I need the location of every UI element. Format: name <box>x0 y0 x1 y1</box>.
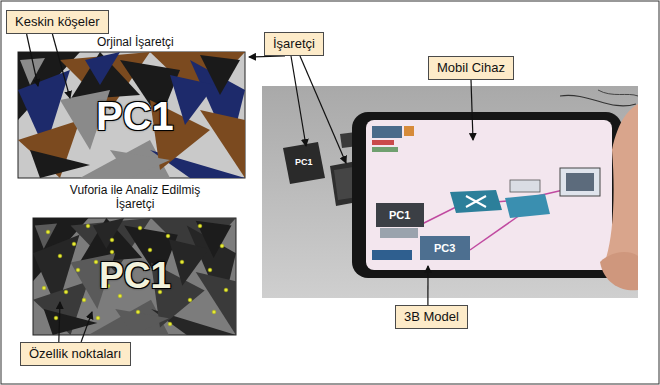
leader-line <box>52 34 70 98</box>
leader-line <box>81 312 92 342</box>
leader-line <box>249 56 285 57</box>
marker-text: PC1 <box>99 255 171 298</box>
callout-text: Özellik noktaları <box>29 346 121 362</box>
leader-line <box>291 56 306 146</box>
model-label: PC1 <box>389 209 410 222</box>
callout-box: Özellik noktaları <box>20 342 131 366</box>
leader-line <box>59 302 60 342</box>
model-label: PC3 <box>434 242 455 255</box>
mobile-phone <box>352 112 622 278</box>
table-marker <box>283 142 325 184</box>
leader-line <box>27 34 38 86</box>
marker-text: PC1 <box>295 157 313 167</box>
callout-text: Keskin köşeler <box>15 14 100 30</box>
leader-line <box>471 80 473 140</box>
photo <box>262 86 638 298</box>
analysed-marker <box>33 218 236 335</box>
callout-text: Mobil Cihaz <box>437 60 505 76</box>
original-marker <box>18 52 245 178</box>
callout-text: İşaretçi <box>273 36 315 52</box>
marker-text: PC1 <box>96 93 174 139</box>
image-title: Orjinal İşaretçi <box>97 36 174 50</box>
callout-box: Mobil Cihaz <box>428 56 514 80</box>
phone-screen <box>366 120 612 270</box>
leader-line <box>427 266 428 305</box>
image-title: Vuforia ile Analiz Edilmiş İşaretçi <box>50 184 220 212</box>
callout-box: 3B Model <box>395 305 468 329</box>
leader-line <box>300 56 346 163</box>
feature-points <box>42 224 228 326</box>
callout-text: 3B Model <box>404 309 459 325</box>
callout-box: Keskin köşeler <box>6 10 109 34</box>
callout-box: İşaretçi <box>264 32 324 56</box>
